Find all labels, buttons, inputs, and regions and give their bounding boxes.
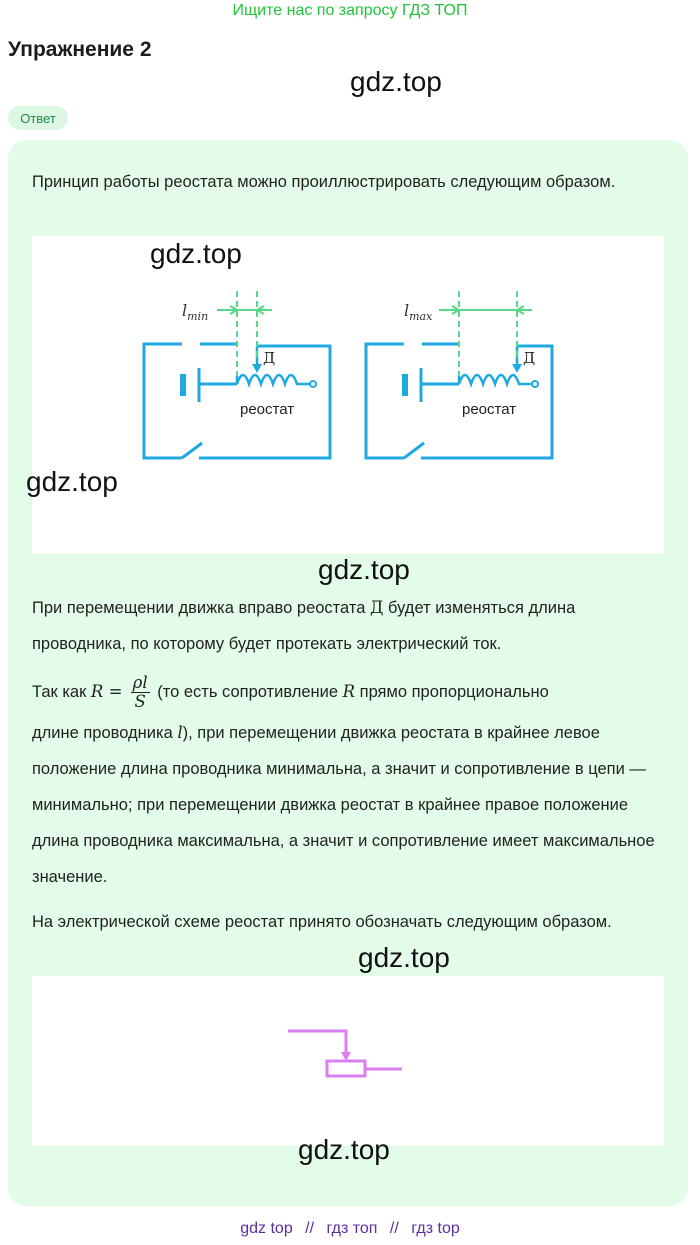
svg-text:Д: Д bbox=[523, 349, 535, 367]
watermark: gdz.top bbox=[150, 238, 242, 269]
top-banner: Ищите нас по запросу ГДЗ ТОП bbox=[232, 2, 468, 19]
answer-badge[interactable]: Ответ bbox=[8, 106, 68, 130]
circuit-right bbox=[364, 342, 554, 460]
page-title: Упражнение 2 bbox=[8, 38, 152, 61]
intro-paragraph: Принцип работы реостата можно проиллюстр… bbox=[32, 173, 616, 191]
rheostat-diagram: lmin Д реостат lmax Д реостат bbox=[142, 291, 554, 460]
svg-text:реостат: реостат bbox=[240, 401, 294, 418]
svg-text:реостат: реостат bbox=[462, 401, 516, 418]
svg-text:Д: Д bbox=[263, 349, 275, 367]
watermark: gdz.top bbox=[298, 1134, 390, 1165]
battery-left bbox=[180, 374, 186, 396]
lmin-label: lmin bbox=[182, 301, 208, 323]
footer-separator: // bbox=[305, 1220, 315, 1237]
lmax-label: lmax bbox=[404, 301, 433, 323]
rheostat-symbol bbox=[288, 1029, 402, 1078]
watermark: gdz.top bbox=[318, 554, 410, 585]
symbol-paragraph: На электрической схеме реостат принято о… bbox=[32, 913, 612, 931]
footer-link[interactable]: gdz top bbox=[240, 1220, 293, 1237]
slider-paragraph: При перемещении движка вправо реостата Д… bbox=[32, 598, 576, 653]
footer-link[interactable]: гдз top bbox=[411, 1220, 460, 1237]
formula-paragraph-cont: длине проводника l), при перемещении дви… bbox=[32, 723, 655, 886]
footer-separator: // bbox=[389, 1220, 399, 1237]
battery-right bbox=[402, 374, 408, 396]
watermark: gdz.top bbox=[350, 66, 442, 97]
footer-links: gdz top // гдз топ // гдз top bbox=[0, 1220, 700, 1238]
rheostat-symbol-figure bbox=[32, 976, 664, 1146]
watermark: gdz.top bbox=[26, 466, 118, 497]
watermark: gdz.top bbox=[358, 942, 450, 973]
footer-link[interactable]: гдз топ bbox=[326, 1220, 378, 1237]
circuit-left bbox=[142, 342, 332, 460]
rheostat-figure: lmin Д реостат lmax Д реостат bbox=[32, 236, 664, 554]
